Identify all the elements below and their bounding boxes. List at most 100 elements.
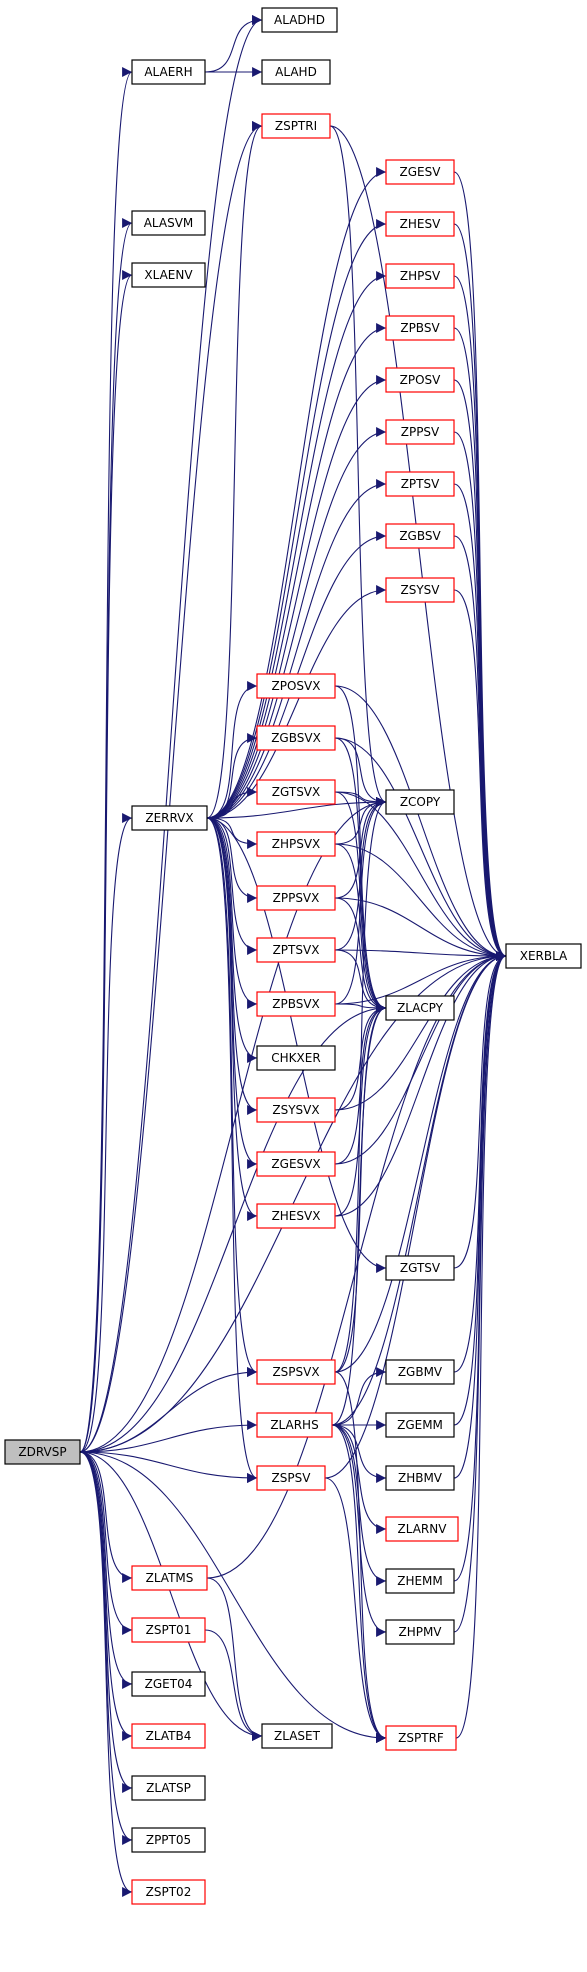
node-zlatsp[interactable]: ZLATSP — [131, 1775, 206, 1801]
node-box[interactable] — [385, 159, 455, 185]
node-box[interactable] — [385, 419, 455, 445]
node-box[interactable] — [385, 211, 455, 237]
node-box[interactable] — [256, 1045, 336, 1071]
node-aladhd[interactable]: ALADHD — [261, 7, 338, 33]
node-box[interactable] — [131, 59, 206, 85]
node-box[interactable] — [256, 1465, 326, 1491]
node-zlatb4[interactable]: ZLATB4 — [131, 1723, 206, 1749]
node-box[interactable] — [385, 789, 455, 815]
node-zlaset[interactable]: ZLASET — [261, 1723, 333, 1749]
node-box[interactable] — [256, 991, 336, 1017]
node-zptsvx[interactable]: ZPTSVX — [256, 937, 336, 963]
node-box[interactable] — [256, 779, 336, 805]
node-zlacpy[interactable]: ZLACPY — [385, 995, 455, 1021]
node-zhesv[interactable]: ZHESV — [385, 211, 455, 237]
node-box[interactable] — [261, 1723, 333, 1749]
node-zsptri[interactable]: ZSPTRI — [261, 113, 331, 139]
node-box[interactable] — [385, 1412, 455, 1438]
node-box[interactable] — [385, 367, 455, 393]
node-zppsvx[interactable]: ZPPSVX — [256, 885, 336, 911]
node-box[interactable] — [131, 210, 206, 236]
node-alaerh[interactable]: ALAERH — [131, 59, 206, 85]
node-box[interactable] — [256, 885, 336, 911]
node-box[interactable] — [256, 1203, 336, 1229]
node-box[interactable] — [131, 1879, 206, 1905]
node-box[interactable] — [385, 995, 455, 1021]
node-zsysvx[interactable]: ZSYSVX — [256, 1097, 336, 1123]
node-box[interactable] — [385, 1516, 459, 1542]
node-box[interactable] — [385, 315, 455, 341]
node-box[interactable] — [131, 1671, 206, 1697]
node-box[interactable] — [505, 943, 582, 969]
node-zgemm[interactable]: ZGEMM — [385, 1412, 455, 1438]
node-box[interactable] — [385, 471, 455, 497]
node-zptsv[interactable]: ZPTSV — [385, 471, 455, 497]
node-alahd[interactable]: ALAHD — [261, 59, 331, 85]
node-zcopy[interactable]: ZCOPY — [385, 789, 455, 815]
node-box[interactable] — [261, 59, 331, 85]
node-zsysv[interactable]: ZSYSV — [385, 577, 455, 603]
node-zgbsv[interactable]: ZGBSV — [385, 523, 455, 549]
node-box[interactable] — [261, 113, 331, 139]
node-zposvx[interactable]: ZPOSVX — [256, 673, 336, 699]
node-box[interactable] — [385, 1255, 455, 1281]
node-box[interactable] — [256, 1151, 336, 1177]
node-box[interactable] — [385, 1568, 455, 1594]
node-box[interactable] — [256, 1359, 336, 1385]
node-zspt01[interactable]: ZSPT01 — [131, 1617, 206, 1643]
node-box[interactable] — [385, 523, 455, 549]
node-box[interactable] — [256, 1097, 336, 1123]
node-box[interactable] — [256, 725, 336, 751]
node-zhpsvx[interactable]: ZHPSVX — [256, 831, 336, 857]
node-xlaenv[interactable]: XLAENV — [131, 262, 206, 288]
node-zspsvx[interactable]: ZSPSVX — [256, 1359, 336, 1385]
node-chkxer[interactable]: CHKXER — [256, 1045, 336, 1071]
node-box[interactable] — [256, 937, 336, 963]
node-zpbsvx[interactable]: ZPBSVX — [256, 991, 336, 1017]
node-zhemm[interactable]: ZHEMM — [385, 1568, 455, 1594]
node-zgesvx[interactable]: ZGESVX — [256, 1151, 336, 1177]
node-box[interactable] — [256, 831, 336, 857]
node-box[interactable] — [131, 1617, 206, 1643]
node-box[interactable] — [131, 262, 206, 288]
node-box[interactable] — [385, 263, 455, 289]
node-zlarhs[interactable]: ZLARHS — [256, 1412, 333, 1438]
node-box[interactable] — [131, 1775, 206, 1801]
node-box[interactable] — [131, 1565, 208, 1591]
node-zhpmv[interactable]: ZHPMV — [385, 1619, 455, 1645]
node-box[interactable] — [261, 7, 338, 33]
node-zppsv[interactable]: ZPPSV — [385, 419, 455, 445]
node-zerrvx[interactable]: ZERRVX — [131, 805, 208, 831]
node-zhpsv[interactable]: ZHPSV — [385, 263, 455, 289]
node-zposv[interactable]: ZPOSV — [385, 367, 455, 393]
node-box[interactable] — [385, 1725, 457, 1751]
node-box[interactable] — [385, 1359, 455, 1385]
node-box[interactable] — [256, 1412, 333, 1438]
node-zgbsvx[interactable]: ZGBSVX — [256, 725, 336, 751]
node-zhbmv[interactable]: ZHBMV — [385, 1465, 455, 1491]
node-zpbsv[interactable]: ZPBSV — [385, 315, 455, 341]
node-box[interactable] — [131, 1723, 206, 1749]
node-box[interactable] — [256, 673, 336, 699]
node-zgbmv[interactable]: ZGBMV — [385, 1359, 455, 1385]
node-zhesvx[interactable]: ZHESVX — [256, 1203, 336, 1229]
node-zgtsvx[interactable]: ZGTSVX — [256, 779, 336, 805]
node-box[interactable] — [385, 1619, 455, 1645]
node-zgtsv[interactable]: ZGTSV — [385, 1255, 455, 1281]
node-zdrvsp[interactable]: ZDRVSP — [4, 1439, 81, 1465]
node-zspt02[interactable]: ZSPT02 — [131, 1879, 206, 1905]
node-zgesv[interactable]: ZGESV — [385, 159, 455, 185]
node-zlatms[interactable]: ZLATMS — [131, 1565, 208, 1591]
node-box[interactable] — [131, 805, 208, 831]
node-zlarnv[interactable]: ZLARNV — [385, 1516, 459, 1542]
node-box[interactable] — [131, 1827, 206, 1853]
node-box[interactable] — [385, 1465, 455, 1491]
node-zget04[interactable]: ZGET04 — [131, 1671, 206, 1697]
node-box[interactable] — [385, 577, 455, 603]
node-zsptrf[interactable]: ZSPTRF — [385, 1725, 457, 1751]
node-alasvm[interactable]: ALASVM — [131, 210, 206, 236]
node-xerbla[interactable]: XERBLA — [505, 943, 582, 969]
node-zppt05[interactable]: ZPPT05 — [131, 1827, 206, 1853]
node-box[interactable] — [4, 1439, 81, 1465]
node-zspsv[interactable]: ZSPSV — [256, 1465, 326, 1491]
